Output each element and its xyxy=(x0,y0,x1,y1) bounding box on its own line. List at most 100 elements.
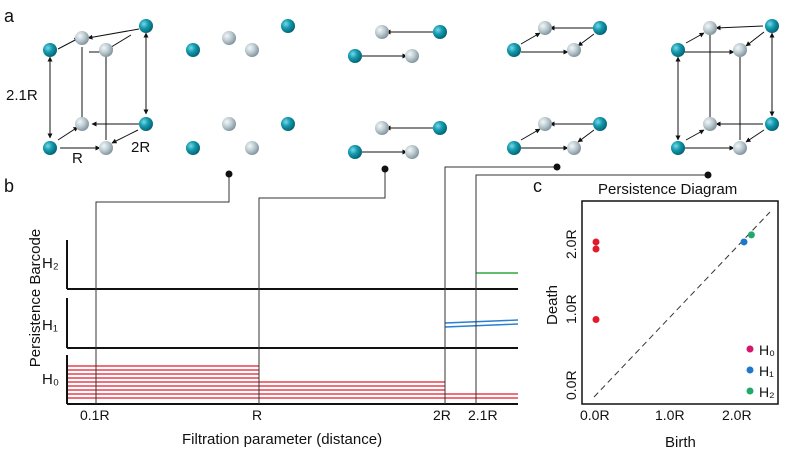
panel-a-atom-configurations xyxy=(43,19,779,159)
teal-atom xyxy=(507,43,521,57)
bond-arrow xyxy=(715,25,764,31)
cube-edge-label: R xyxy=(72,150,83,167)
grey-atom xyxy=(75,31,89,45)
teal-atom xyxy=(593,117,607,131)
teal-atom xyxy=(507,141,521,155)
legend-label-h0: H₀ xyxy=(759,342,775,358)
teal-atom xyxy=(281,117,295,131)
bond-arrow xyxy=(745,129,765,143)
bond-arrow xyxy=(577,129,595,143)
diagram-point-h1 xyxy=(740,238,748,246)
diagram-point-h2 xyxy=(747,231,755,239)
diagram-xlabel: Birth xyxy=(665,434,696,451)
h1-bar xyxy=(444,319,519,324)
teal-atom xyxy=(139,117,153,131)
grey-atom xyxy=(405,49,419,63)
teal-atom xyxy=(281,19,295,33)
teal-atom xyxy=(671,141,685,155)
grey-atom xyxy=(405,145,419,159)
grey-atom xyxy=(99,43,113,57)
teal-atom xyxy=(671,43,685,57)
teal-atom xyxy=(186,141,200,155)
h1-bar xyxy=(444,323,519,328)
tick-0-1r: 0.1R xyxy=(80,407,110,423)
barcode-ylabel: Persistence Barcode xyxy=(27,229,44,367)
barcode-bars xyxy=(68,272,519,399)
grey-atom xyxy=(538,21,552,35)
bond-arrow xyxy=(685,32,705,44)
row-label-h0: H₀ xyxy=(42,371,59,388)
diagram-point-h0 xyxy=(592,245,600,253)
connector-dot xyxy=(381,165,389,173)
grey-atom xyxy=(375,121,389,135)
bond-arrow xyxy=(87,28,140,40)
grey-atom xyxy=(733,43,747,57)
grey-atom xyxy=(75,117,89,131)
ytick-0: 0.0R xyxy=(563,370,579,400)
diagram-title: Persistence Diagram xyxy=(598,181,737,198)
bond-arrow xyxy=(520,32,541,45)
teal-atom xyxy=(433,25,447,39)
grey-atom xyxy=(538,117,552,131)
connector-dot xyxy=(553,163,561,171)
teal-atom xyxy=(43,43,57,57)
teal-atom xyxy=(765,117,779,131)
grey-atom xyxy=(99,141,113,155)
diagram-ylabel: Death xyxy=(544,285,561,325)
grey-atom xyxy=(375,25,389,39)
cube-diagonal-label: 2R xyxy=(131,139,150,156)
xtick-1: 1.0R xyxy=(655,407,685,423)
ytick-1: 1.0R xyxy=(563,294,579,324)
diagram-points xyxy=(592,231,755,323)
teal-atom xyxy=(186,43,200,57)
teal-atom xyxy=(348,145,362,159)
bond-arrow xyxy=(745,31,765,47)
row-label-h1: H₁ xyxy=(42,317,58,334)
bond-arrow xyxy=(111,129,139,144)
barcode-xlabel: Filtration parameter (distance) xyxy=(182,431,382,448)
panel-c-label: c xyxy=(533,176,542,196)
diagram-point-h0 xyxy=(592,316,600,323)
panel-b-label: b xyxy=(4,176,14,196)
legend-label-h2: H₂ xyxy=(759,384,775,400)
tick-2r: 2R xyxy=(433,407,451,423)
grey-atom xyxy=(222,31,236,45)
barcode-axes xyxy=(66,240,518,405)
bond-arrow xyxy=(685,129,705,141)
grey-atom xyxy=(567,43,581,57)
grey-atom xyxy=(245,141,259,155)
legend-marker-h2 xyxy=(746,387,754,395)
bond-arrow xyxy=(520,128,541,141)
grey-atom xyxy=(733,141,747,155)
legend-label-h1: H₁ xyxy=(759,363,774,379)
grey-atom xyxy=(245,43,259,57)
filtration-connectors xyxy=(95,166,708,404)
grey-atom xyxy=(703,21,717,35)
teal-atom xyxy=(433,121,447,135)
row-label-h2: H₂ xyxy=(42,255,59,272)
xtick-2: 2.0R xyxy=(722,407,752,423)
teal-atom xyxy=(593,21,607,35)
panel-a-label: a xyxy=(4,6,15,26)
teal-atom xyxy=(43,141,57,155)
teal-atom xyxy=(348,49,362,63)
connector-dot xyxy=(704,171,712,179)
cube-height-label: 2.1R xyxy=(6,87,38,104)
diagram-legend: H₀ H₁ H₂ xyxy=(746,342,775,400)
diagram-point-h0 xyxy=(592,238,600,246)
ytick-2: 2.0R xyxy=(563,229,579,259)
diagram-frame xyxy=(581,200,779,405)
xtick-0: 0.0R xyxy=(580,407,610,423)
grey-atom xyxy=(567,141,581,155)
grey-atom xyxy=(222,117,236,131)
tick-2-1r: 2.1R xyxy=(468,407,498,423)
teal-atom xyxy=(765,19,779,33)
bond-arrow xyxy=(57,126,79,141)
legend-marker-h0 xyxy=(746,345,754,353)
bond-arrow xyxy=(577,33,595,47)
tick-r: R xyxy=(252,407,262,423)
connector-dots xyxy=(225,163,712,179)
legend-marker-h1 xyxy=(746,366,754,374)
connector-dot xyxy=(225,170,233,178)
